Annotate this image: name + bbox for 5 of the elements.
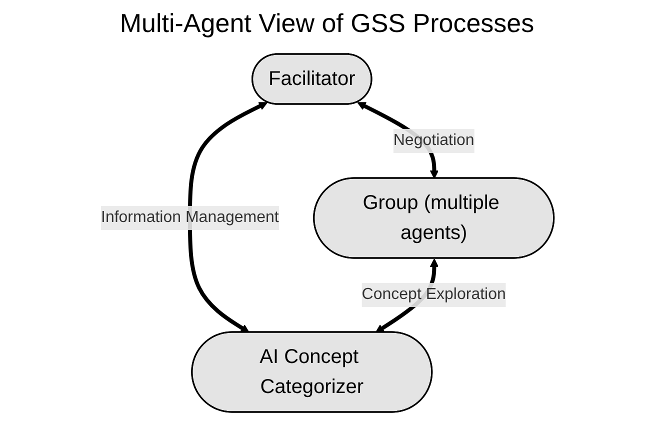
- edge-label: Information Management: [100, 209, 278, 226]
- diagram-title: Multi-Agent View of GSS Processes: [118, 8, 536, 39]
- arrow: [188, 102, 268, 333]
- edge-label: Concept Exploration: [361, 286, 506, 303]
- edge-label: Negotiation: [392, 132, 474, 149]
